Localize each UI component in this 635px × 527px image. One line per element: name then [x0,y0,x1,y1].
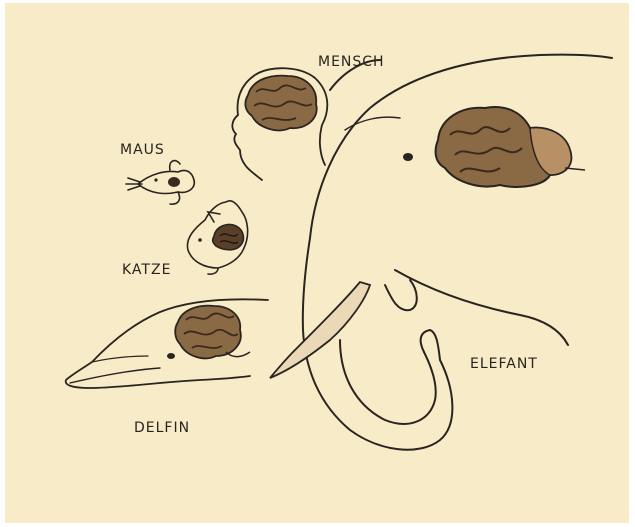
elephant-eye [403,153,413,161]
cat-brain [213,224,244,249]
label-maus: MAUS [120,142,165,158]
label-katze: KATZE [122,262,171,278]
dolphin-eye [167,353,175,359]
mouse-eye [154,178,157,181]
label-elefant: ELEFANT [470,356,538,372]
label-delfin: DELFIN [134,420,190,436]
mouse-brain [168,177,180,187]
cat-eye [198,238,202,242]
label-mensch: MENSCH [318,54,385,70]
human-brain [245,76,316,131]
